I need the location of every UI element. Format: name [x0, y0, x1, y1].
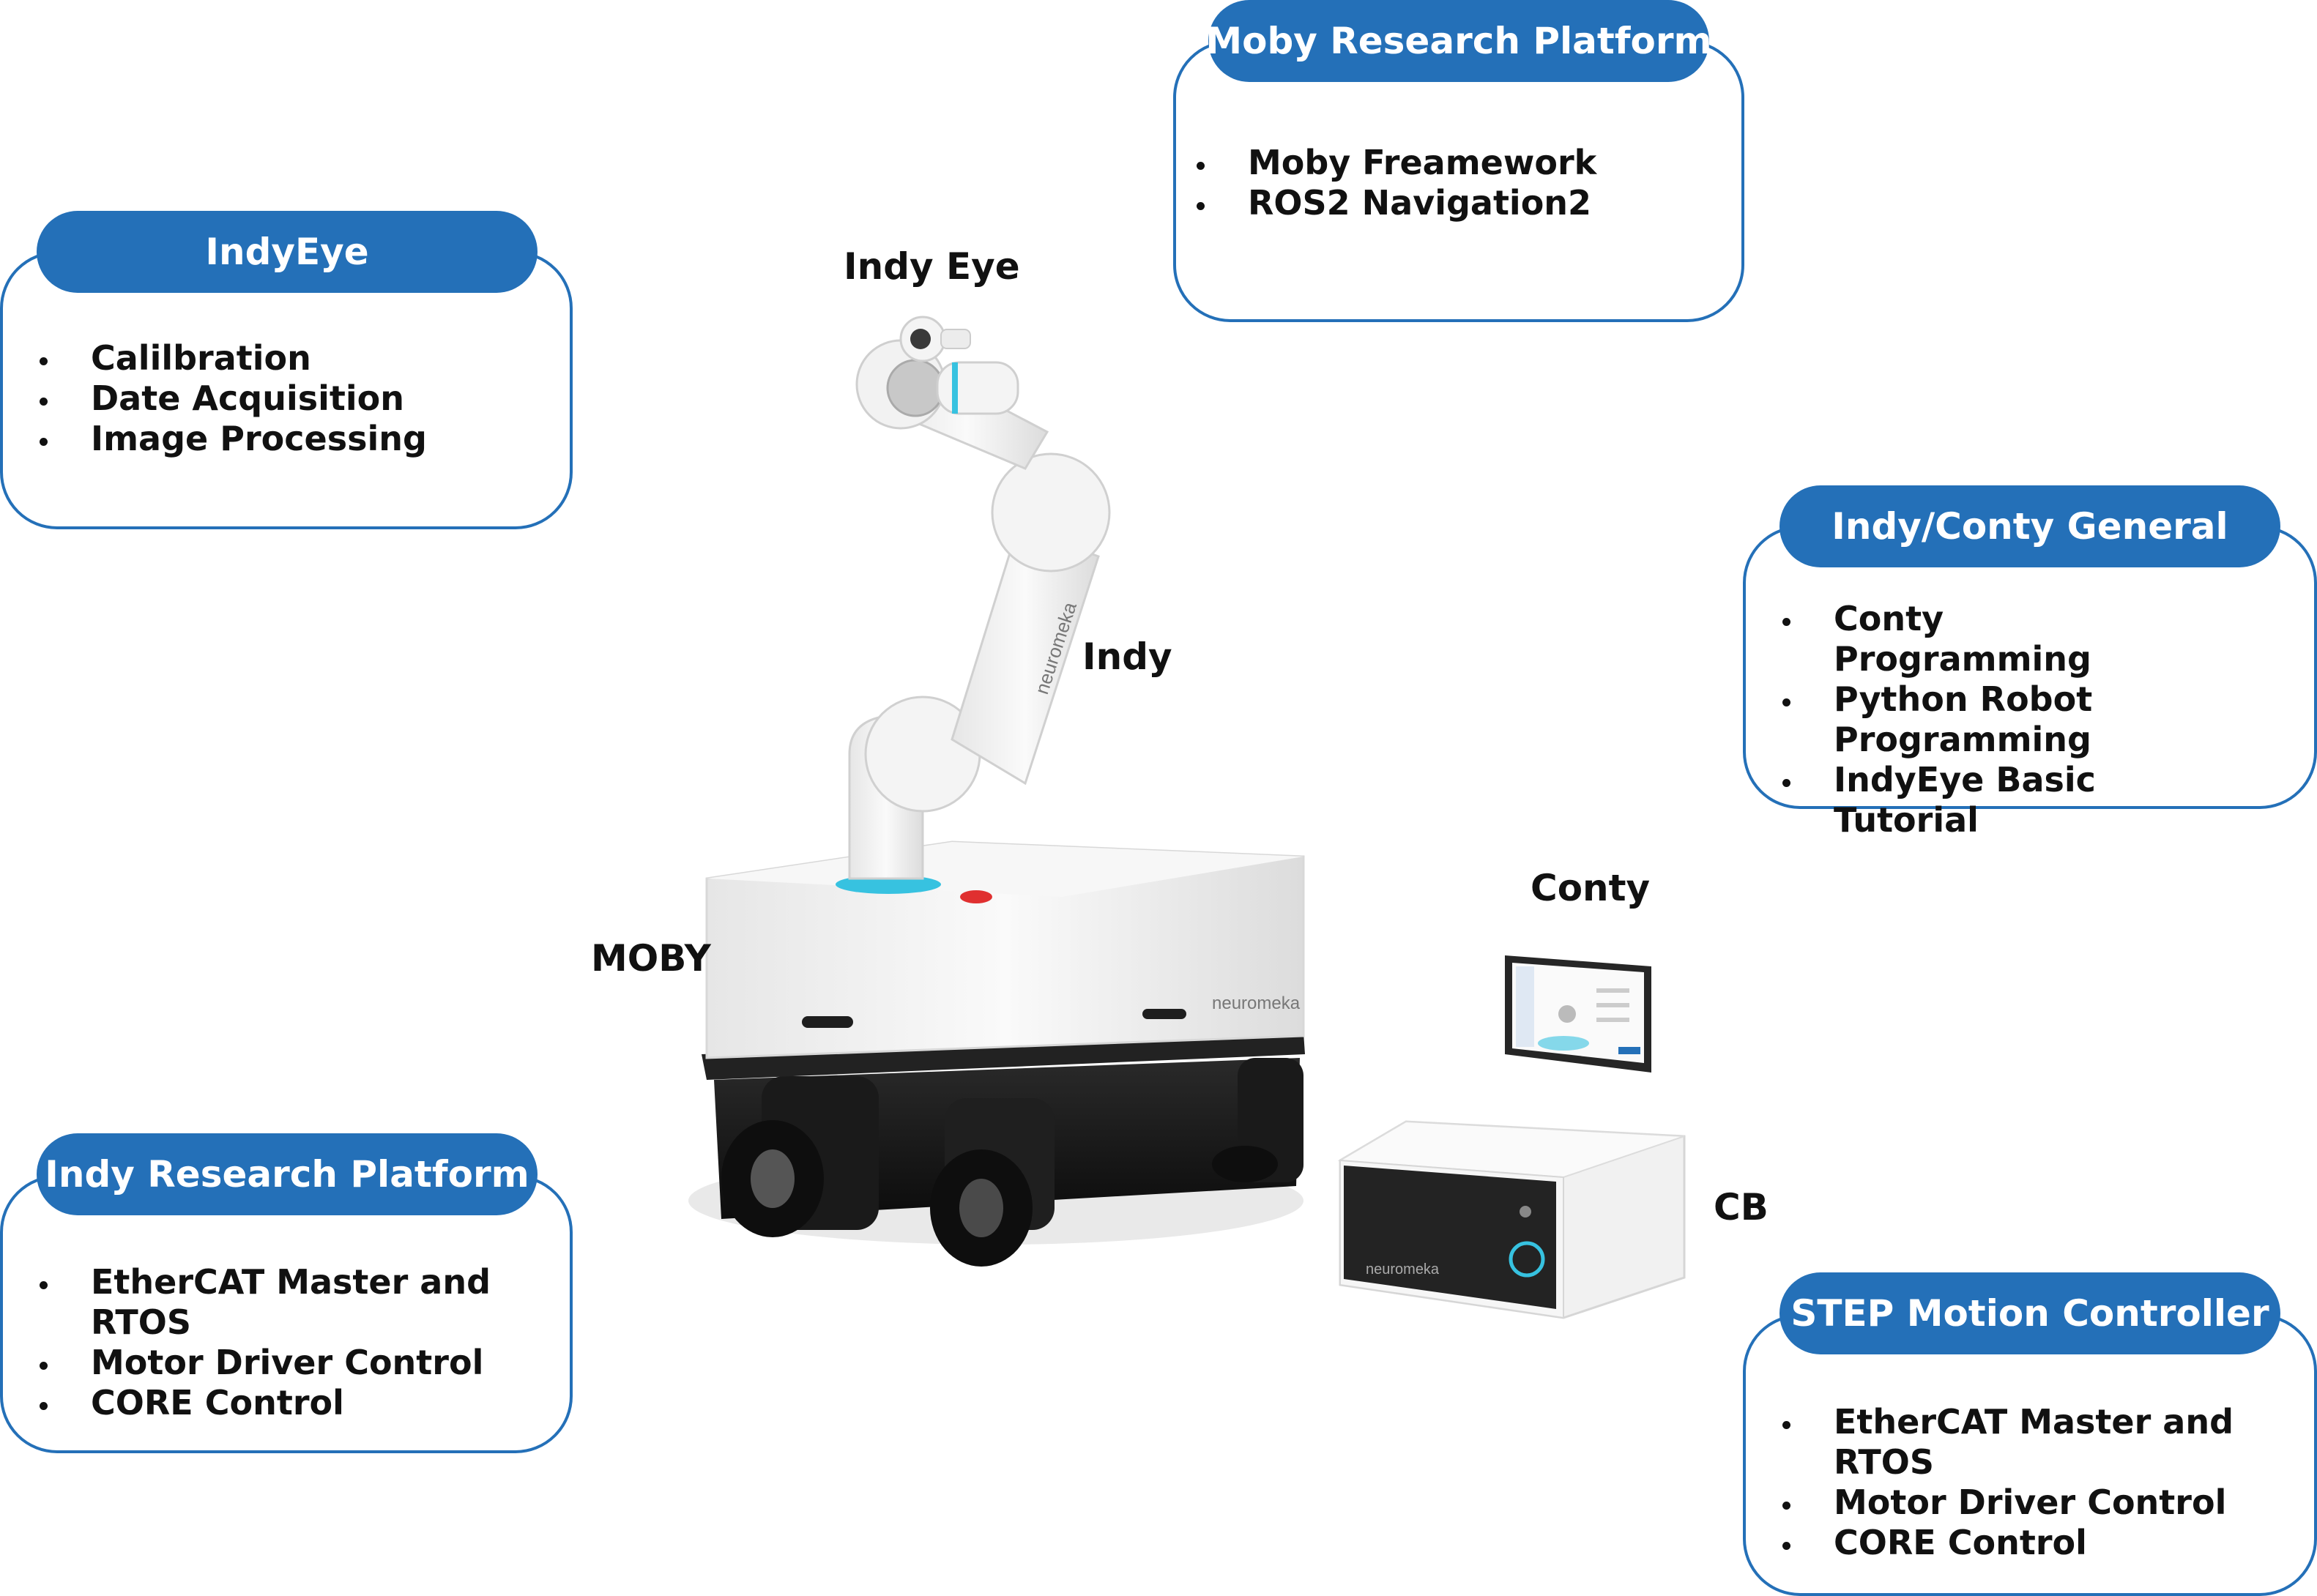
list-item: Motor Driver Control — [1779, 1483, 2307, 1523]
list-item: Date Acquisition — [37, 379, 549, 419]
indyeye-box — [0, 251, 573, 529]
label-moby: MOBY — [591, 937, 711, 980]
list-item: Moby Freamework — [1194, 143, 1721, 183]
indy-research-list: EtherCAT Master and RTOS Motor Driver Co… — [37, 1262, 564, 1423]
indyeye-title: IndyEye — [37, 211, 538, 293]
cb-controller: neuromeka — [1337, 1120, 1686, 1319]
list-item: IndyEye Basic Tutorial — [1779, 760, 2190, 840]
indy-research-title: Indy Research Platform — [37, 1133, 538, 1215]
list-item: Python Robot Programming — [1779, 679, 2190, 760]
indy-robot-arm: neuromeka — [848, 316, 1111, 880]
list-item: Motor Driver Control — [37, 1343, 564, 1383]
list-item: EtherCAT Master and RTOS — [1779, 1402, 2307, 1483]
list-item: Image Processing — [37, 419, 549, 459]
svg-text:neuromeka: neuromeka — [1366, 1261, 1440, 1278]
list-item: EtherCAT Master and RTOS — [37, 1262, 564, 1343]
indy-conty-title: Indy/Conty General — [1779, 485, 2280, 567]
label-indy-eye: Indy Eye — [844, 245, 1020, 288]
moby-research-box — [1173, 40, 1744, 322]
indyeye-list: Calilbration Date Acquisition Image Proc… — [37, 338, 549, 459]
step-title: STEP Motion Controller — [1779, 1272, 2280, 1354]
label-indy: Indy — [1082, 635, 1172, 678]
indy-conty-list: Conty Programming Python Robot Programmi… — [1779, 599, 2190, 840]
step-list: EtherCAT Master and RTOS Motor Driver Co… — [1779, 1402, 2307, 1563]
indy-conty-box — [1743, 526, 2317, 809]
moby-base: neuromeka — [688, 840, 1305, 1267]
list-item: CORE Control — [1779, 1523, 2307, 1563]
moby-research-title: Moby Research Platform — [1205, 0, 1712, 82]
conty-tablet — [1505, 955, 1651, 1073]
list-item: Calilbration — [37, 338, 549, 379]
list-item: ROS2 Navigation2 — [1194, 183, 1721, 223]
label-cb: CB — [1714, 1186, 1769, 1228]
svg-text:neuromeka: neuromeka — [1212, 993, 1301, 1013]
list-item: CORE Control — [37, 1383, 564, 1423]
indy-research-box — [0, 1175, 573, 1453]
list-item: Conty Programming — [1779, 599, 2190, 679]
moby-research-list: Moby Freamework ROS2 Navigation2 — [1194, 143, 1721, 223]
label-conty: Conty — [1531, 867, 1651, 909]
